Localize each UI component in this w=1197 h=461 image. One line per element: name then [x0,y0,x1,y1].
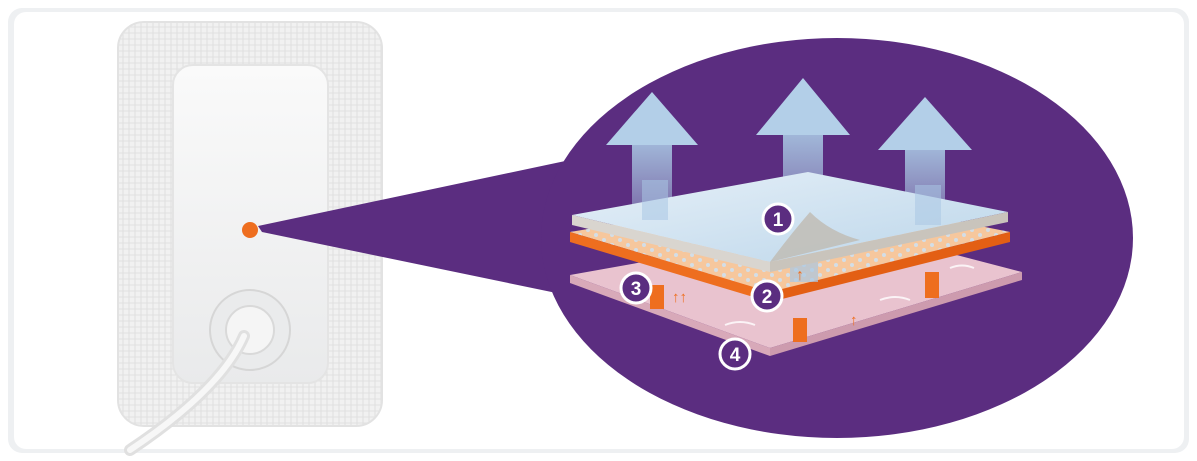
badge-3: 3 [621,273,651,303]
badge-3-label: 3 [631,279,642,300]
svg-text:↑↑: ↑↑ [672,289,687,306]
badge-1: 1 [763,204,793,234]
badge-4: 4 [720,339,750,369]
badge-1-label: 1 [773,210,784,231]
svg-text:↑: ↑ [796,267,804,284]
badge-2: 2 [752,281,782,311]
badge-2-label: 2 [762,287,773,308]
badge-4-label: 4 [730,345,741,366]
svg-text:↑: ↑ [850,312,858,329]
focus-point-marker [242,222,258,238]
